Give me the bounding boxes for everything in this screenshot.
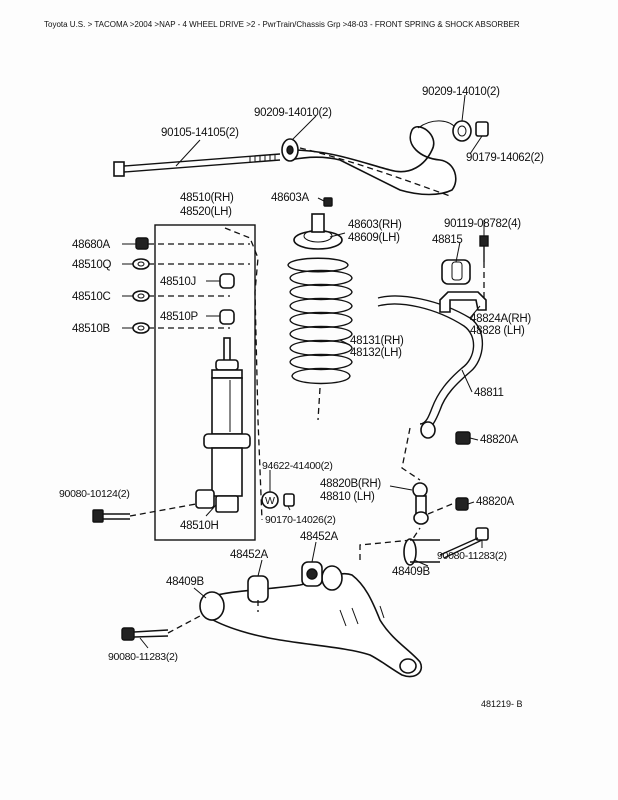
label-48452a-1[interactable]: 48452A bbox=[230, 549, 269, 561]
label-90170[interactable]: 90170-14026(2) bbox=[265, 514, 336, 526]
label-90080-11283-left[interactable]: 90080-11283(2) bbox=[108, 651, 178, 663]
bolt-90080-11283-right bbox=[439, 527, 489, 559]
label-48820a-2[interactable]: 48820A bbox=[476, 496, 515, 508]
label-48810-lh[interactable]: 48810 (LH) bbox=[320, 491, 375, 503]
shock-assembly-box bbox=[154, 224, 256, 541]
label-48820a-1[interactable]: 48820A bbox=[480, 434, 519, 446]
part-labels: 90209-14010(2) 90209-14010(2) 90105-1410… bbox=[59, 86, 544, 663]
label-48409b-right[interactable]: 48409B bbox=[392, 566, 431, 578]
upper-control-arm bbox=[281, 120, 459, 197]
cam-48409b-left bbox=[199, 591, 225, 621]
label-48820b-rh[interactable]: 48820B(RH) bbox=[320, 478, 382, 490]
leader-lines bbox=[122, 94, 485, 649]
shock-absorber bbox=[195, 337, 251, 513]
figure-reference: 481219- B bbox=[481, 699, 523, 709]
label-48680a[interactable]: 48680A bbox=[72, 239, 111, 251]
label-48609-lh[interactable]: 48609(LH) bbox=[348, 232, 400, 244]
label-48828-lh[interactable]: 48828 (LH) bbox=[470, 325, 525, 337]
bushing-48452a-2 bbox=[301, 561, 323, 587]
label-90119[interactable]: 90119-08782(4) bbox=[444, 218, 522, 230]
bolt-90119 bbox=[479, 235, 489, 298]
cushion-48680a bbox=[135, 237, 149, 250]
cushion-48510j bbox=[219, 273, 235, 289]
label-48510-rh[interactable]: 48510(RH) bbox=[180, 192, 234, 204]
label-90080-10124[interactable]: 90080-10124(2) bbox=[59, 488, 130, 500]
label-94622[interactable]: 94622-41400(2) bbox=[262, 460, 333, 472]
label-48510c[interactable]: 48510C bbox=[72, 291, 111, 303]
cam-48409b-right bbox=[403, 538, 440, 566]
bushing-bracket-48824a bbox=[439, 291, 487, 313]
label-90179[interactable]: 90179-14062(2) bbox=[466, 152, 544, 164]
stabilizer-bushing-48815 bbox=[441, 259, 471, 285]
retainer-48510c bbox=[132, 290, 150, 302]
label-90080-11283-right[interactable]: 90080-11283(2) bbox=[437, 550, 507, 562]
label-48131-rh[interactable]: 48131(RH) bbox=[350, 335, 404, 347]
label-48603-rh[interactable]: 48603(RH) bbox=[348, 219, 402, 231]
retainer-48510b bbox=[132, 322, 150, 334]
label-90105[interactable]: 90105-14105(2) bbox=[161, 127, 239, 139]
retainer-48510q bbox=[132, 258, 150, 270]
label-48510p[interactable]: 48510P bbox=[160, 311, 199, 323]
nut-90170 bbox=[283, 493, 295, 507]
label-48824a-rh[interactable]: 48824A(RH) bbox=[470, 313, 532, 325]
label-48409b-left[interactable]: 48409B bbox=[166, 576, 205, 588]
nut-48820a-2 bbox=[455, 497, 469, 511]
svg-text:W: W bbox=[265, 495, 275, 507]
nut-90179 bbox=[475, 121, 489, 137]
cushion-48510p bbox=[219, 309, 235, 325]
stabilizer-link-48820b bbox=[412, 482, 453, 525]
label-48510q[interactable]: 48510Q bbox=[72, 259, 112, 271]
bolt-90080-11283-left bbox=[121, 615, 201, 641]
label-48510b[interactable]: 48510B bbox=[72, 323, 111, 335]
label-48510h[interactable]: 48510H bbox=[180, 520, 219, 532]
label-48603a[interactable]: 48603A bbox=[271, 192, 310, 204]
label-48510j[interactable]: 48510J bbox=[160, 276, 196, 288]
label-90209-mid[interactable]: 90209-14010(2) bbox=[254, 107, 332, 119]
washer-94622: W bbox=[261, 491, 279, 509]
label-48811[interactable]: 48811 bbox=[474, 387, 504, 399]
breadcrumb[interactable]: Toyota U.S. > TACOMA >2004 >NAP - 4 WHEE… bbox=[44, 20, 520, 29]
bolt-90105 bbox=[113, 153, 281, 177]
label-48452a-2[interactable]: 48452A bbox=[300, 531, 339, 543]
spring-insulator-48603 bbox=[293, 197, 343, 250]
label-48815[interactable]: 48815 bbox=[432, 234, 463, 246]
bolt-90080-10124 bbox=[92, 503, 197, 523]
stabilizer-bar bbox=[377, 295, 484, 481]
washer-90209-top bbox=[452, 120, 472, 142]
label-48520-lh[interactable]: 48520(LH) bbox=[180, 206, 232, 218]
nut-48820a-1 bbox=[420, 421, 471, 445]
label-90209-top[interactable]: 90209-14010(2) bbox=[422, 86, 500, 98]
label-48132-lh[interactable]: 48132(LH) bbox=[350, 347, 402, 359]
coil-spring bbox=[287, 257, 353, 421]
